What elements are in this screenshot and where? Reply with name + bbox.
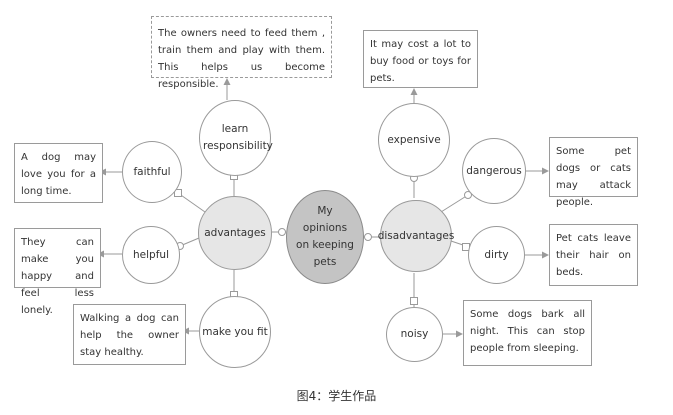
- disadvantages-node: disadvantages: [377, 200, 455, 272]
- learn-responsibility-node: learn responsibility: [199, 100, 273, 176]
- noisy-node: noisy: [386, 307, 443, 362]
- dangerous-note: Some pet dogs or cats may attack people.: [549, 137, 638, 208]
- expensive-note-text: It may cost a lot to buy food or toys fo…: [370, 39, 471, 84]
- faithful-label: faithful: [133, 165, 171, 178]
- make-you-fit-note: Walking a dog can help the owner stay he…: [73, 304, 186, 365]
- learn-responsibility-note-text: The owners need to feed them , train the…: [158, 28, 325, 90]
- dirty-node: dirty: [468, 226, 525, 284]
- center-node: My opinions on keeping pets: [286, 190, 364, 284]
- faithful-node: faithful: [122, 141, 182, 203]
- make-you-fit-label: make you fit: [202, 325, 268, 338]
- expensive-label: expensive: [387, 133, 441, 146]
- dirty-note-text: Pet cats leave their hair on beds.: [556, 233, 631, 278]
- center-label: My opinions on keeping pets: [296, 205, 354, 268]
- helpful-node: helpful: [122, 226, 180, 284]
- expensive-note: It may cost a lot to buy food or toys fo…: [363, 30, 478, 88]
- dangerous-note-text: Some pet dogs or cats may attack people.: [556, 146, 631, 208]
- faithful-note-text: A dog may love you for a long time.: [21, 152, 96, 197]
- disadvantages-label: disadvantages: [377, 229, 455, 242]
- faithful-note: A dog may love you for a long time.: [14, 143, 103, 203]
- learn-responsibility-label: learn responsibility: [203, 123, 273, 152]
- dangerous-label: dangerous: [466, 164, 522, 177]
- learn-responsibility-note: The owners need to feed them , train the…: [151, 16, 332, 90]
- dirty-note: Pet cats leave their hair on beds.: [549, 224, 638, 286]
- dangerous-node: dangerous: [462, 138, 526, 204]
- noisy-note-text: Some dogs bark all night. This can stop …: [470, 309, 585, 354]
- make-you-fit-node: make you fit: [199, 296, 271, 368]
- figure-caption: 图4：学生作品: [296, 389, 377, 403]
- helpful-note: They can make you happy and feel less lo…: [14, 228, 101, 316]
- make-you-fit-note-text: Walking a dog can help the owner stay he…: [80, 313, 179, 358]
- helpful-note-text: They can make you happy and feel less lo…: [21, 237, 94, 316]
- expensive-node: expensive: [378, 103, 450, 177]
- advantages-node: advantages: [198, 196, 272, 270]
- noisy-note: Some dogs bark all night. This can stop …: [463, 300, 592, 366]
- noisy-label: noisy: [400, 328, 429, 340]
- dirty-label: dirty: [484, 248, 509, 261]
- advantages-label: advantages: [204, 226, 266, 239]
- helpful-label: helpful: [133, 248, 169, 261]
